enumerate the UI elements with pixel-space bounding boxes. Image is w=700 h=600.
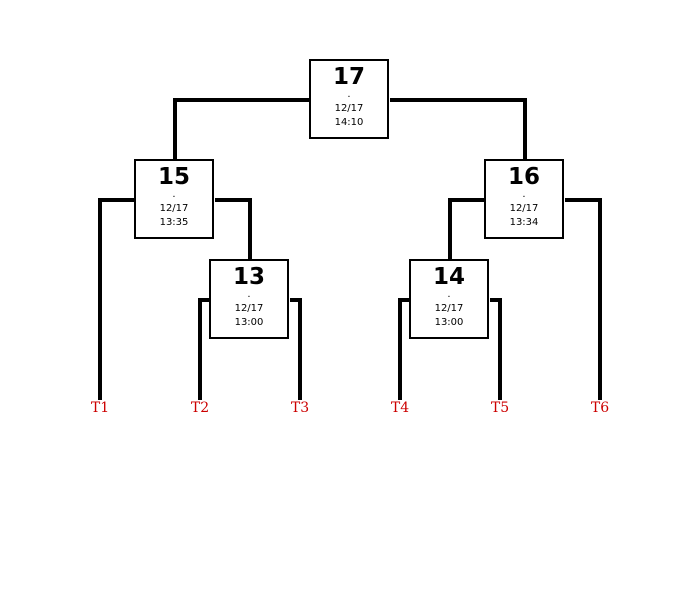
- match-number: 17: [332, 64, 365, 90]
- match-time: 13:34: [509, 217, 539, 228]
- match-number: 15: [157, 164, 190, 190]
- match-time: 13:35: [159, 217, 189, 228]
- match-date: 12/17: [234, 303, 264, 314]
- bracket-line-13-left: [198, 298, 210, 400]
- match-time: 13:00: [434, 317, 464, 328]
- match-time: 13:00: [234, 317, 264, 328]
- bracket-line-15-left: [98, 198, 135, 400]
- match-number: 16: [507, 164, 540, 190]
- team-label-t6: T6: [590, 400, 610, 416]
- match-time: 14:10: [334, 117, 364, 128]
- bracket-line-16-left: [448, 198, 485, 260]
- bracket-line-16-right: [565, 198, 602, 400]
- match-box-13: 13 . 12/17 13:00: [209, 259, 289, 339]
- bracket-line-final-right: [390, 98, 527, 160]
- team-label-t4: T4: [390, 400, 410, 416]
- bracket-line-14-left: [398, 298, 410, 400]
- match-box-17: 17 . 12/17 14:10: [309, 59, 389, 139]
- match-dot: .: [247, 289, 251, 300]
- team-label-t1: T1: [90, 400, 110, 416]
- match-date: 12/17: [334, 103, 364, 114]
- match-dot: .: [347, 89, 351, 100]
- match-dot: .: [447, 289, 451, 300]
- team-label-t3: T3: [290, 400, 310, 416]
- match-box-15: 15 . 12/17 13:35: [134, 159, 214, 239]
- bracket-line-15-right: [215, 198, 252, 260]
- team-label-t5: T5: [490, 400, 510, 416]
- bracket-line-13-right: [290, 298, 302, 400]
- match-date: 12/17: [159, 203, 189, 214]
- match-number: 14: [432, 264, 465, 290]
- match-dot: .: [172, 189, 176, 200]
- match-dot: .: [522, 189, 526, 200]
- match-box-14: 14 . 12/17 13:00: [409, 259, 489, 339]
- match-date: 12/17: [434, 303, 464, 314]
- bracket-line-final-left: [173, 98, 310, 160]
- match-box-16: 16 . 12/17 13:34: [484, 159, 564, 239]
- team-label-t2: T2: [190, 400, 210, 416]
- match-number: 13: [232, 264, 265, 290]
- match-date: 12/17: [509, 203, 539, 214]
- bracket-line-14-right: [490, 298, 502, 400]
